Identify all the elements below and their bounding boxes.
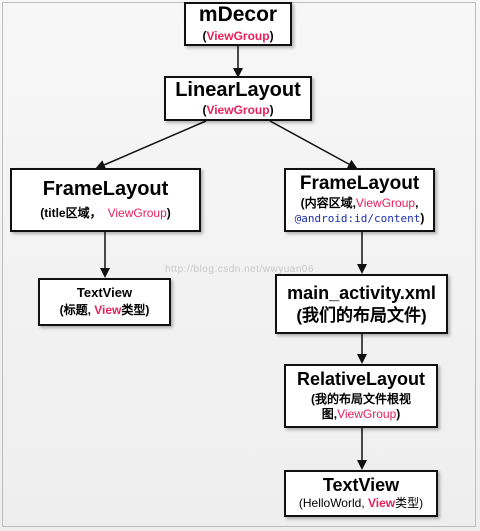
node-title: main_activity.xml [287, 282, 436, 303]
node-mdecor: mDecor (ViewGroup) [184, 2, 292, 46]
paren-open: ( [202, 102, 207, 117]
subtitle-prefix2: 图, [321, 406, 338, 421]
viewgroup-label: ViewGroup [355, 195, 416, 210]
watermark: http://blog.csdn.net/wwyuan06 [165, 264, 315, 275]
node-linear-layout: LinearLayout (ViewGroup) [164, 76, 312, 121]
subtitle-suffix: 类型) [121, 302, 150, 317]
node-subtitle-line2: 图,ViewGroup) [322, 407, 401, 422]
node-subtitle: (标题, View类型) [60, 303, 150, 318]
paren-close: ) [269, 28, 274, 43]
node-textview-hello: TextView (HelloWorld, View类型) [284, 470, 438, 517]
node-title: FrameLayout [42, 178, 169, 200]
node-subtitle-line2: @android:id/content) [295, 211, 425, 226]
subtitle-comma: , [415, 195, 419, 210]
node-title: TextView [322, 474, 400, 495]
node-subtitle: (ViewGroup) [202, 29, 273, 44]
subtitle-suffix: ) [420, 210, 425, 225]
subtitle-suffix: ) [166, 206, 171, 220]
subtitle-prefix: (HelloWorld, [298, 496, 368, 511]
node-subtitle: (title区域， ViewGroup) [40, 206, 171, 221]
node-title: RelativeLayout [296, 369, 426, 390]
viewgroup-label: ViewGroup [337, 406, 397, 421]
subtitle-suffix: 类型) [395, 496, 424, 511]
viewgroup-label: ViewGroup [107, 206, 167, 220]
arrow-linear-to-frame-title [95, 120, 207, 170]
node-subtitle: (ViewGroup) [202, 103, 273, 118]
subtitle-suffix: ) [396, 406, 401, 421]
node-title: TextView [76, 285, 133, 301]
node-subtitle: (HelloWorld, View类型) [299, 496, 423, 511]
node-title: LinearLayout [175, 78, 301, 101]
node-frame-layout-content: FrameLayout (内容区域,ViewGroup, @android:id… [284, 168, 435, 232]
node-textview-title: TextView (标题, View类型) [38, 278, 171, 326]
content-id-label: @android:id/content [294, 211, 421, 225]
node-subtitle: (我的布局文件根视 [311, 391, 411, 406]
node-main-activity: main_activity.xml (我们的布局文件) [275, 274, 448, 334]
viewgroup-label: ViewGroup [206, 102, 270, 117]
node-title: FrameLayout [299, 173, 420, 195]
node-subtitle: (内容区域,ViewGroup, [301, 196, 419, 211]
subtitle-prefix: (标题, [59, 302, 95, 317]
view-label: View [368, 496, 396, 511]
subtitle-prefix: (title区域， [40, 206, 102, 220]
view-label: View [94, 302, 122, 317]
paren-open: ( [202, 28, 207, 43]
node-title: mDecor [198, 3, 278, 27]
viewgroup-label: ViewGroup [206, 28, 270, 43]
arrow-linear-to-frame-content [269, 120, 358, 169]
subtitle-prefix: (内容区域, [300, 195, 356, 210]
node-subtitle: (我们的布局文件) [296, 305, 427, 325]
paren-close: ) [269, 102, 274, 117]
node-relative-layout: RelativeLayout (我的布局文件根视 图,ViewGroup) [284, 364, 438, 428]
node-frame-layout-title: FrameLayout (title区域， ViewGroup) [10, 168, 201, 232]
